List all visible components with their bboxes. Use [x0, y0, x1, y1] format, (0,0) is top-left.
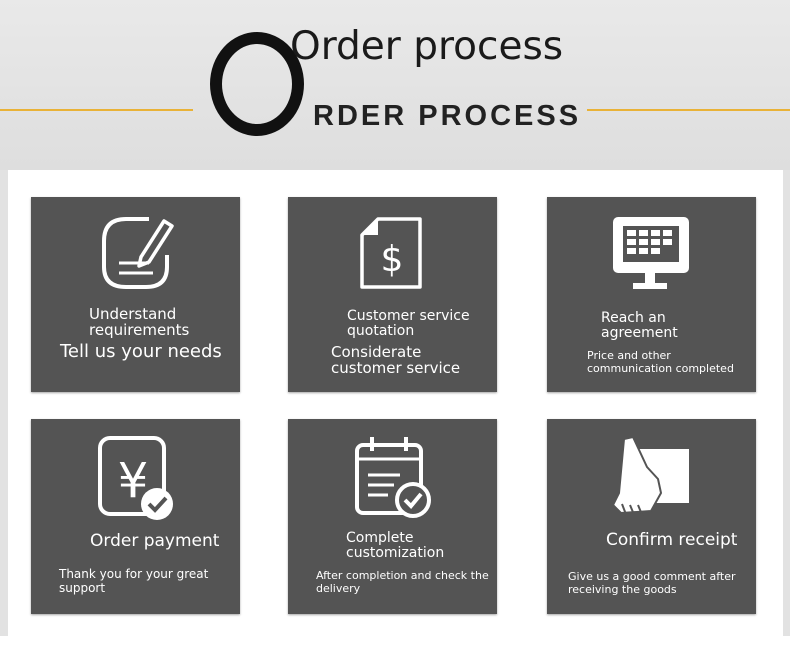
svg-text:$: $ — [381, 239, 404, 280]
step-desc: Tell us your needs — [60, 341, 222, 362]
monitor-icon — [613, 217, 689, 289]
step-card-receipt: Confirm receipt Give us a good comment a… — [547, 419, 756, 614]
page-title: Order process — [290, 24, 564, 69]
divider-right — [587, 109, 790, 111]
price-document-icon: $ — [360, 217, 422, 289]
yen-payment-icon: ¥ — [98, 436, 173, 520]
page-bottom — [0, 636, 790, 654]
panel-border-left — [0, 170, 8, 636]
divider-left — [0, 109, 193, 111]
edit-document-icon — [102, 217, 174, 289]
step-title: Order payment — [90, 531, 220, 551]
page-subtitle: RDER PROCESS — [313, 100, 582, 132]
header-banner — [0, 0, 790, 170]
step-title: Confirm receipt — [606, 530, 738, 550]
calendar-check-icon — [355, 437, 431, 518]
step-card-payment: ¥ Order payment Thank you for your great… — [31, 419, 240, 614]
box-handoff-icon — [612, 436, 689, 518]
panel-border-right — [783, 170, 790, 636]
